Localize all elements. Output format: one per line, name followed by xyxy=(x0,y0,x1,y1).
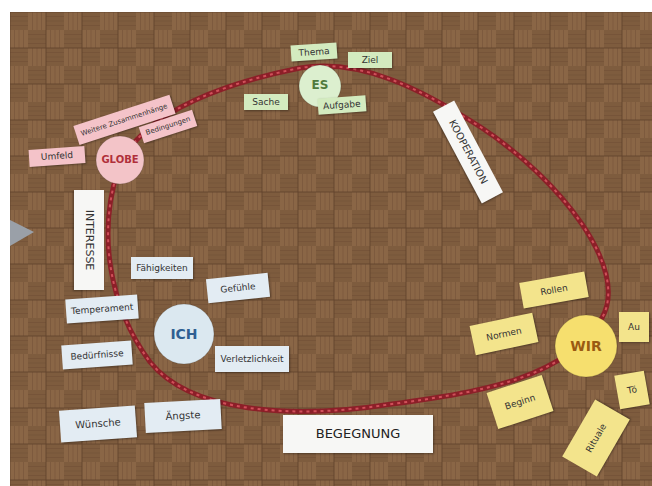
paper-card: Au xyxy=(619,312,649,342)
paper-card: Tö xyxy=(614,371,649,410)
paper-card: Sache xyxy=(244,94,288,110)
circle-node: ICH xyxy=(153,303,215,365)
card-label: BEGEGNUNG xyxy=(316,427,401,442)
circle-label: GLOBE xyxy=(101,154,138,166)
circle-node: GLOBE xyxy=(95,135,145,185)
card-label: Aufgabe xyxy=(323,99,361,112)
circle-node: WIR xyxy=(554,314,618,378)
card-label: Rituale xyxy=(584,422,609,454)
card-label: Ängste xyxy=(165,409,200,422)
card-label: Wünsche xyxy=(75,417,121,432)
paper-card: Ängste xyxy=(144,399,221,433)
card-label: Rollen xyxy=(539,283,568,298)
grey-marker xyxy=(10,220,34,246)
card-label: Temperament xyxy=(71,302,134,317)
card-label: Beginn xyxy=(503,392,536,412)
paper-card: INTERESSE xyxy=(74,190,104,290)
circle-label: ICH xyxy=(170,326,197,342)
card-label: Fähigkeiten xyxy=(136,263,187,273)
card-label: Verletzlichkeit xyxy=(220,354,283,364)
card-label: Umfeld xyxy=(41,150,74,163)
circle-label: WIR xyxy=(570,338,601,354)
circle-fill xyxy=(555,315,617,377)
paper-card: Verletzlichkeit xyxy=(215,346,288,372)
paper-card: Bedürfnisse xyxy=(61,341,133,370)
paper-card: Aufgabe xyxy=(318,95,367,115)
card-label: Thema xyxy=(298,46,330,58)
paper-card: BEGEGNUNG xyxy=(283,415,433,453)
card-label: Tö xyxy=(626,384,637,396)
paper-card: Wünsche xyxy=(59,405,137,442)
circle-label: ES xyxy=(312,79,329,93)
parquet xyxy=(10,12,652,486)
card-label: Bedürfnisse xyxy=(70,348,124,362)
card-label: Sache xyxy=(252,97,279,107)
circle-fill xyxy=(154,304,214,364)
card-label: Gefühle xyxy=(220,281,256,295)
paper-card: Ziel xyxy=(348,52,392,68)
paper-card: Thema xyxy=(290,42,337,62)
paper-card: Temperament xyxy=(65,295,139,324)
paper-card: Umfeld xyxy=(28,146,85,167)
rope xyxy=(108,66,608,411)
card-label: Ziel xyxy=(362,55,379,65)
card-label: Au xyxy=(628,322,640,332)
rope-twist xyxy=(108,66,608,411)
paper-card: Fähigkeiten xyxy=(131,257,193,279)
circle-fill xyxy=(96,136,144,184)
card-label: INTERESSE xyxy=(83,210,96,271)
card-label: Normen xyxy=(485,325,522,343)
